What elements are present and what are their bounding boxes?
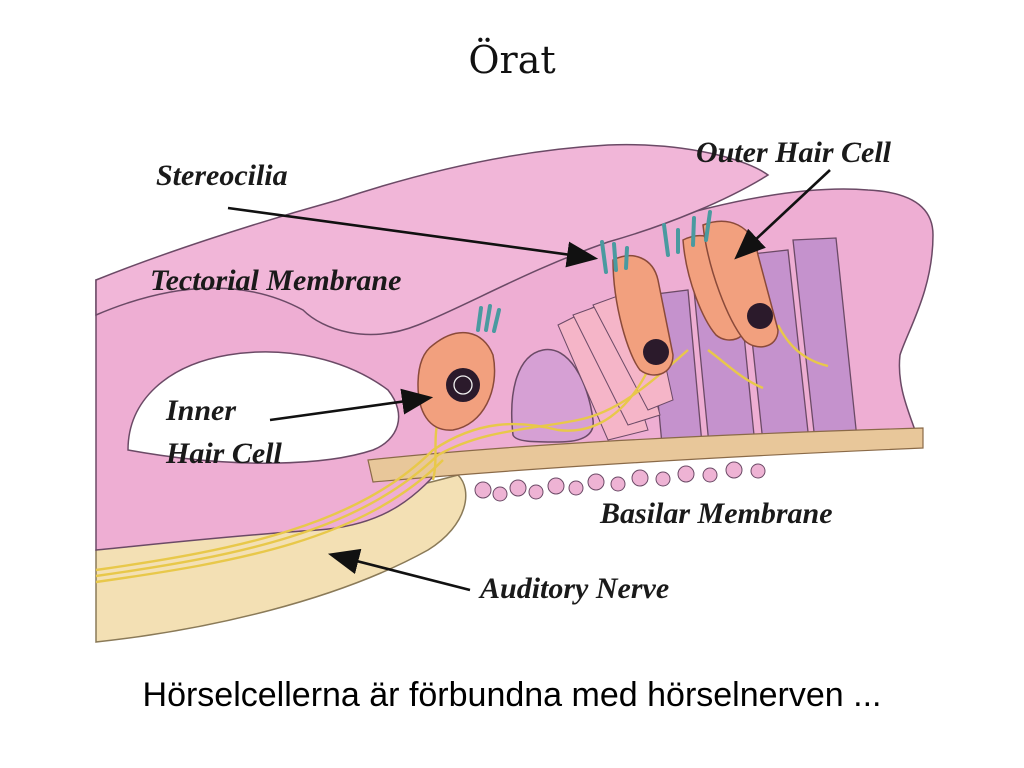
slide-caption: Hörselcellerna är förbundna med hörselne…	[142, 676, 882, 714]
label-outer-hair-cell: Outer Hair Cell	[696, 136, 892, 169]
slide-title: Örat	[468, 38, 556, 82]
inner-sulcus-space	[127, 351, 400, 464]
label-auditory-nerve: Auditory Nerve	[478, 572, 669, 605]
basilar-cells	[474, 461, 766, 502]
label-inner-hair-cell-line1: Inner	[165, 394, 236, 427]
label-inner-hair-cell-line2: Hair Cell	[165, 437, 283, 470]
label-basilar-membrane: Basilar Membrane	[599, 497, 833, 530]
outer-hair-cell-nuclei	[643, 303, 773, 365]
cochlea-diagram: Stereocilia Outer Hair Cell Tectorial Me…	[95, 136, 934, 643]
basilar-membrane	[367, 427, 924, 483]
tunnel-of-corti	[511, 348, 594, 443]
label-tectorial-membrane: Tectorial Membrane	[150, 264, 401, 297]
label-stereocilia: Stereocilia	[156, 159, 288, 192]
inner-hair-cell	[417, 331, 496, 431]
auditory-nerve-fibers	[95, 324, 829, 584]
stereocilia-bundles	[476, 210, 712, 333]
tectorial-membrane	[95, 143, 770, 336]
label-arrows	[227, 169, 831, 592]
